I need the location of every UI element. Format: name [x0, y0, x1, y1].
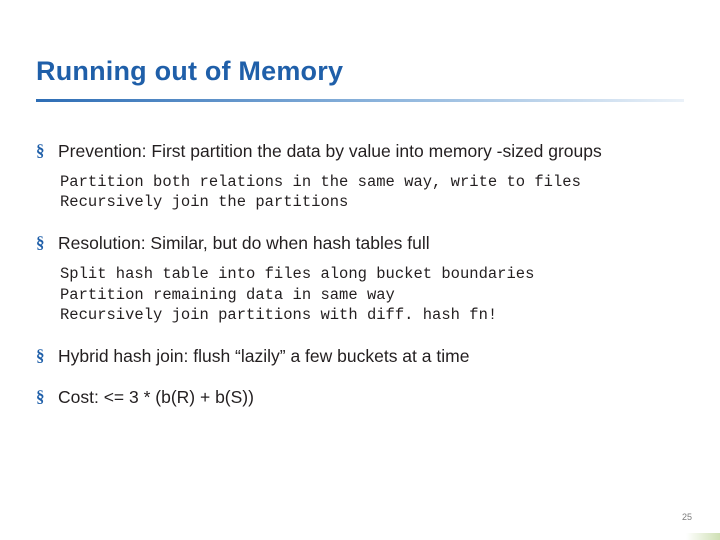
bullet-resolution: § Resolution: Similar, but do when hash …	[36, 232, 688, 255]
bullet-text: Resolution: Similar, but do when hash ta…	[58, 233, 430, 254]
page-number: 25	[681, 512, 692, 522]
bullet-marker-icon: §	[36, 386, 45, 406]
sub-bullet-partition-remaining: Partition remaining data in same way	[60, 285, 395, 304]
bullet-cost: § Cost: <= 3 * (b(R) + b(S))	[36, 386, 688, 409]
slide-body: § Prevention: First partition the data b…	[36, 140, 688, 411]
spacer	[36, 257, 688, 264]
bullet-marker-icon: §	[36, 345, 45, 365]
sub-bullet-partition-both: Partition both relations in the same way…	[60, 173, 581, 192]
bullet-marker-icon: §	[36, 233, 45, 253]
sub-bullet-split-hash-table: Split hash table into files along bucket…	[60, 265, 535, 284]
page-title: Running out of Memory	[36, 56, 344, 86]
bullet-prevention: § Prevention: First partition the data b…	[36, 140, 688, 163]
spacer	[36, 165, 688, 172]
spacer	[36, 370, 688, 386]
bullet-hybrid-hash-join: § Hybrid hash join: flush “lazily” a few…	[36, 345, 688, 368]
spacer	[36, 212, 688, 232]
bullet-marker-icon: §	[36, 141, 45, 160]
bullet-text: Prevention: First partition the data by …	[58, 141, 602, 161]
bullet-text: Cost: <= 3 * (b(R) + b(S))	[58, 386, 254, 407]
sub-bullet-recursively-join: Recursively join the partitions	[60, 193, 349, 212]
spacer	[36, 325, 688, 345]
sub-bullet-recursively-join-partitions: Recursively join partitions with diff. h…	[60, 305, 498, 324]
bullet-text: Hybrid hash join: flush “lazily” a few b…	[58, 345, 470, 366]
title-divider	[36, 99, 684, 102]
corner-accent	[686, 533, 720, 540]
